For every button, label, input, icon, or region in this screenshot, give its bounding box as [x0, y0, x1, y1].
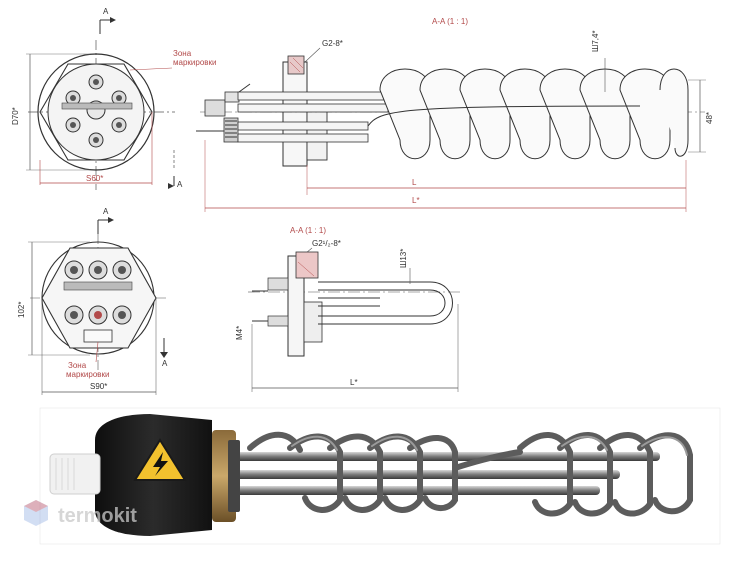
length-label-l: L: [412, 178, 417, 187]
length-label-l-star: L*: [412, 196, 420, 205]
section-title-bottom: A-A (1 : 1): [290, 226, 326, 235]
top-section-view: A-A (1 : 1) G2-8*: [196, 17, 714, 212]
section-mark-a-top: A: [103, 7, 109, 16]
tube-label-7-4: Ш7,4*: [591, 30, 600, 52]
length-label-bottom: L*: [350, 378, 358, 387]
section-title-top: A-A (1 : 1): [432, 17, 468, 26]
thread-label-g2-1-2: G2¹/₂-8*: [312, 239, 341, 248]
marking-zone-label-top-2: маркировки: [173, 58, 216, 67]
heating-coil-top: [367, 68, 689, 160]
thread-label-g2: G2-8*: [322, 39, 343, 48]
u-tube-bottom: [318, 281, 453, 325]
height-label-48: 48*: [705, 112, 714, 124]
terminal-group-top: [61, 74, 133, 148]
section-mark-a-bottom: A: [103, 207, 109, 216]
bottom-front-view: A 102* Зона маркировки S90* A: [17, 207, 168, 395]
top-front-view: A D70* S60* Зона: [11, 7, 216, 190]
watermark-text: termokit: [58, 505, 137, 527]
marking-zone-label-bottom-2: маркировки: [66, 370, 109, 379]
marking-zone-label-top-1: Зона: [173, 49, 192, 58]
width-label-s90: S90*: [90, 382, 107, 391]
width-label-s60: S60*: [86, 174, 103, 183]
product-photo: [39, 407, 721, 545]
terminal-group-bottom: [63, 260, 133, 343]
stud-label-m4: M4*: [235, 326, 244, 340]
section-mark-a-top-lower: A: [177, 180, 183, 189]
height-label-102: 102*: [17, 302, 26, 318]
section-mark-a-bottom-lower: A: [162, 359, 168, 368]
marking-zone-label-bottom-1: Зона: [68, 361, 87, 370]
watermark: termokit: [24, 500, 137, 527]
diameter-label-d70: D70*: [11, 107, 20, 125]
tube-label-13: Ш13*: [399, 249, 408, 268]
bottom-section-view: A-A (1 : 1) G2¹/₂-8* Ш13* M4* L*: [235, 226, 460, 392]
high-voltage-icon: [133, 438, 187, 481]
